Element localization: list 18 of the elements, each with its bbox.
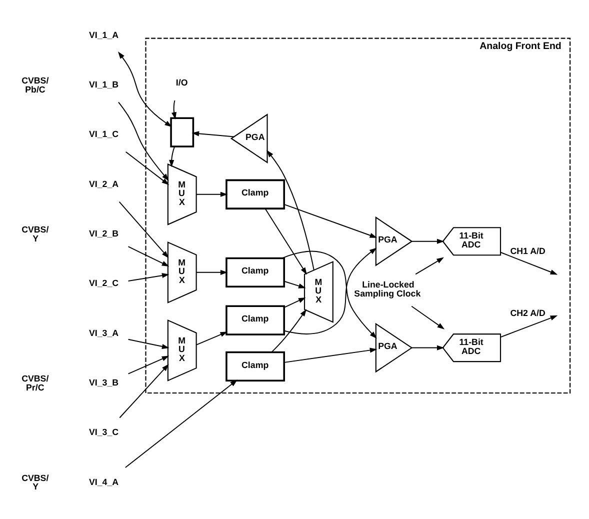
label: CVBS/ Pr/C bbox=[22, 373, 49, 392]
node-text: VI_1_C bbox=[88, 128, 119, 139]
node-text: Line-Locked Sampling Clock bbox=[354, 278, 421, 298]
label: CVBS/ Y bbox=[22, 224, 49, 243]
label: CVBS/ Y bbox=[22, 472, 49, 492]
edge-label: CH2 A/D bbox=[510, 307, 546, 318]
label: CVBS/ Pb/C bbox=[22, 75, 49, 94]
node-text: VI_2_B bbox=[88, 228, 119, 238]
node-text: VI_2_A bbox=[88, 178, 119, 188]
node-text: VI_3_A bbox=[88, 327, 119, 338]
edge-label: CH1 A/D bbox=[510, 245, 546, 256]
node-text: VI_4_A bbox=[88, 476, 119, 486]
node-text: VI_3_B bbox=[88, 376, 119, 387]
node-text: VI_2_C bbox=[88, 278, 119, 288]
node-text: VI_1_B bbox=[88, 79, 119, 90]
node-text: VI_3_C bbox=[88, 426, 119, 437]
node-text: VI_1_A bbox=[88, 29, 119, 40]
node-text: I/O bbox=[176, 77, 188, 88]
